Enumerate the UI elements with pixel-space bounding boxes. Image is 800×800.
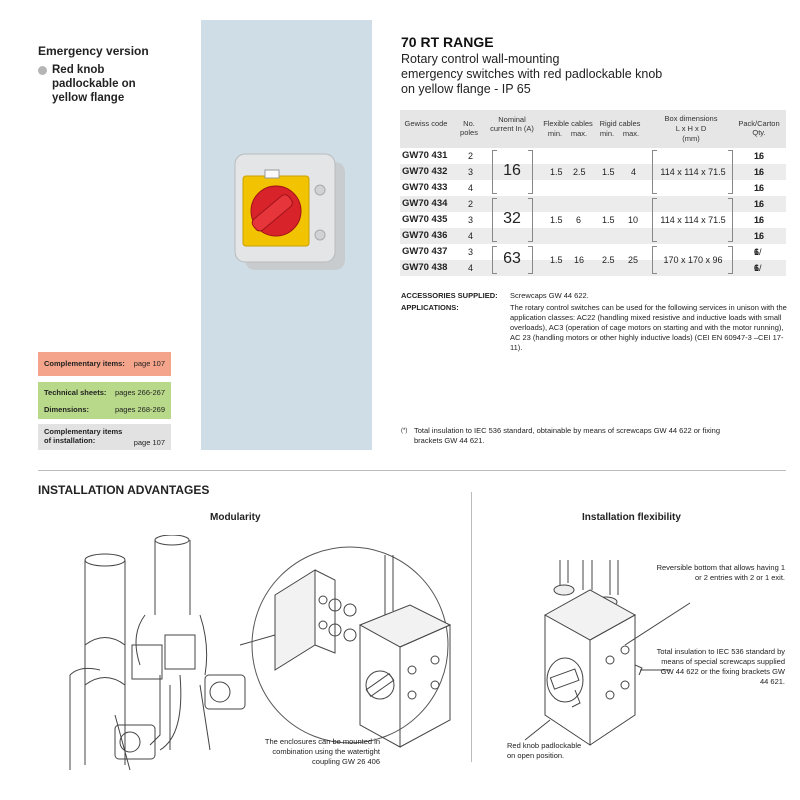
bracket-left xyxy=(492,198,497,242)
product-table: Gewiss code No. poles Nominal current In… xyxy=(400,110,786,276)
complementary-label: Complementary items: xyxy=(44,359,125,368)
group-current: 32 xyxy=(503,210,521,227)
header-poles: No. poles xyxy=(460,119,478,137)
note-text: Total insulation to IEC 536 standard, ob… xyxy=(414,426,721,445)
installation-page[interactable]: page 107 xyxy=(133,438,165,447)
applications-value: The rotary control switches can be used … xyxy=(510,303,787,352)
group-rigid-max: 25 xyxy=(628,255,639,265)
header-rigid: Rigid cables xyxy=(599,119,641,128)
bracket-left xyxy=(652,246,657,274)
group-box: 114 x 114 x 71.5 xyxy=(660,215,726,225)
header-code: Gewiss code xyxy=(404,119,448,128)
flexibility-illustration xyxy=(524,560,691,746)
knob-caption: Red knob padlockable on open position. xyxy=(507,741,582,760)
header-flex-min: min. xyxy=(547,129,563,138)
section-divider xyxy=(38,470,786,471)
complementary-page[interactable]: page 107 xyxy=(133,359,165,368)
group-flex-max: 6 xyxy=(576,215,582,225)
complementary-items-box[interactable]: Complementary items: page 107 xyxy=(38,352,171,376)
header-current: Nominal current In (A) xyxy=(490,115,534,133)
group-rigid-min: 1.5 xyxy=(602,167,615,177)
bullet-dot-icon xyxy=(38,66,47,75)
technical-pages[interactable]: pages 266-267 xyxy=(114,388,165,397)
column-divider xyxy=(471,492,472,762)
modularity-illustration xyxy=(69,535,452,771)
technical-label: Technical sheets: xyxy=(44,388,107,397)
bracket-right xyxy=(728,246,733,274)
range-subtitle: Rotary control wall-mounting emergency s… xyxy=(401,52,663,96)
accessories-label: ACCESSORIES SUPPLIED: xyxy=(401,291,498,300)
version-bullet-text: Red knob padlockable on yellow flange xyxy=(52,64,136,104)
group-flex-max: 2.5 xyxy=(573,167,586,177)
coupling-caption: The enclosures can be mounted in combina… xyxy=(264,737,380,766)
header-rigid-max: max. xyxy=(622,129,640,138)
bracket-left xyxy=(492,246,497,274)
bracket-left xyxy=(492,150,497,194)
bracket-left xyxy=(652,198,657,242)
range-title: 70 RT RANGE xyxy=(401,34,494,50)
insulation-caption: Total insulation to IEC 536 standard by … xyxy=(656,647,785,686)
bracket-left xyxy=(652,150,657,194)
accessories-value: Screwcaps GW 44 622. xyxy=(510,291,589,300)
group-box: 114 x 114 x 71.5 xyxy=(660,167,726,177)
group-rigid-max: 10 xyxy=(628,215,639,225)
group-flex-min: 1.5 xyxy=(550,255,563,265)
dimensions-pages[interactable]: pages 268-269 xyxy=(114,405,165,414)
applications-label: APPLICATIONS: xyxy=(401,303,459,312)
bracket-right xyxy=(728,198,733,242)
header-box: Box dimensions xyxy=(664,114,718,123)
header-flex: Flexible cables xyxy=(543,119,593,128)
header-flex-max: max. xyxy=(570,129,588,138)
version-title: Emergency version xyxy=(38,44,149,58)
flexibility-title: Installation flexibility xyxy=(582,512,681,523)
group-rigid-min: 1.5 xyxy=(602,215,615,225)
dimensions-label: Dimensions: xyxy=(44,405,90,414)
header-box-sub: L x H x D xyxy=(675,124,707,133)
bracket-right xyxy=(528,246,533,274)
bracket-right xyxy=(528,150,533,194)
reversible-caption: Reversible bottom that allows having 1 o… xyxy=(656,563,785,582)
group-rigid-max: 4 xyxy=(631,167,637,177)
group-rigid-min: 2.5 xyxy=(602,255,615,265)
group-box: 170 x 170 x 96 xyxy=(663,255,723,265)
bracket-right xyxy=(528,198,533,242)
group-current: 16 xyxy=(503,162,521,179)
header-rigid-min: min. xyxy=(599,129,615,138)
group-current: 63 xyxy=(503,250,521,267)
note-marker: (*) xyxy=(401,428,408,434)
header-box-unit: (mm) xyxy=(682,134,700,143)
group-flex-min: 1.5 xyxy=(550,215,563,225)
header-pack: Pack/Carton Qty. xyxy=(738,119,780,137)
group-flex-max: 16 xyxy=(574,255,585,265)
table-header: Gewiss code No. poles Nominal current In… xyxy=(400,110,786,148)
modularity-title: Modularity xyxy=(210,512,261,523)
group-flex-min: 1.5 xyxy=(550,167,563,177)
product-image xyxy=(234,153,345,270)
technical-sheets-box[interactable]: Technical sheets: pages 266-267 Dimensio… xyxy=(38,382,171,419)
bracket-right xyxy=(728,150,733,194)
installation-title: INSTALLATION ADVANTAGES xyxy=(38,483,210,497)
